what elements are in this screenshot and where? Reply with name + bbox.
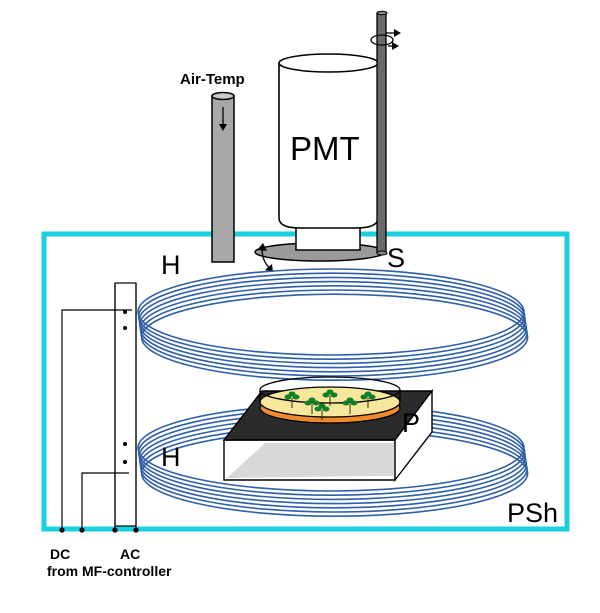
coil-top-label: H — [161, 250, 181, 280]
platform-label: P — [402, 408, 420, 438]
shield-label: PSh — [507, 498, 558, 528]
controller-wires — [61, 282, 137, 530]
plant-icon — [322, 389, 338, 406]
wire-terminals — [59, 310, 139, 533]
plant-icon — [284, 391, 300, 408]
plant-seedlings — [284, 389, 376, 420]
shutter-label: S — [387, 243, 405, 273]
plant-icon — [314, 403, 330, 420]
ac-label: AC — [120, 546, 140, 562]
coil-winding — [140, 293, 529, 382]
shutter-rod — [370, 10, 401, 256]
pmt-cylinder — [254, 53, 386, 262]
controller-source-label: from MF-controller — [47, 563, 172, 579]
plant-icon — [360, 391, 376, 408]
petri-dish — [259, 376, 401, 424]
air-temp-tube — [211, 91, 235, 263]
helmholtz-coil-top — [137, 268, 529, 382]
dc-label: DC — [50, 546, 70, 562]
air-temp-label: Air-Temp — [180, 71, 245, 88]
pmt-label: PMT — [290, 130, 360, 167]
coil-bottom-label: H — [161, 442, 181, 472]
plant-icon — [342, 397, 358, 414]
plant-icon — [304, 397, 320, 414]
